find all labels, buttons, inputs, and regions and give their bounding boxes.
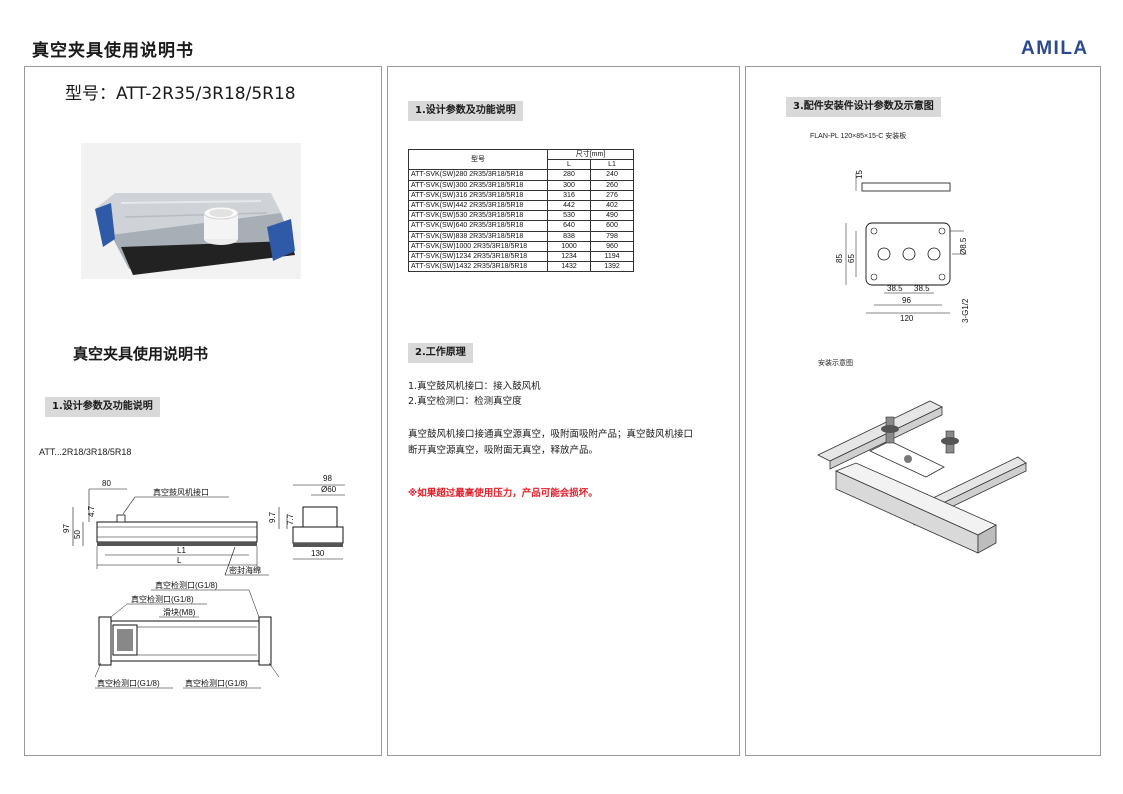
panel-middle: 1.设计参数及功能说明 型号 尺寸[mm] L L1 ATT-SVK(SW)28… [387, 66, 740, 756]
dim-50: 50 [73, 530, 82, 539]
callout-slider: 滑块(M8) [163, 607, 196, 617]
principle-line-1: 1.真空鼓风机接口：接入鼓风机 [408, 381, 541, 392]
dim-65: 65 [847, 254, 856, 263]
table-cell-L1: 260 [590, 179, 634, 191]
dim-phi-8-5: Ø8.5 [959, 237, 968, 255]
table-header-L: L [547, 159, 591, 171]
section-1-label-middle: 1.设计参数及功能说明 [408, 101, 523, 121]
table-cell-L: 300 [547, 179, 591, 191]
table-cell-L: 1432 [547, 261, 591, 273]
table-cell-model: ATT-SVK(SW)300 2R35/3R18/5R18 [408, 179, 548, 191]
table-cell-L1: 402 [590, 199, 634, 212]
table-header-model: 型号 [408, 148, 548, 171]
table-cell-L1: 600 [590, 220, 634, 232]
warning-note: ※如果超过最高使用压力，产品可能会损坏。 [408, 488, 598, 499]
dim-80: 80 [102, 479, 111, 488]
table-cell-L1: 798 [590, 230, 634, 242]
dim-38-5-b: 38.5 [914, 284, 930, 293]
table-cell-L: 640 [547, 220, 591, 232]
dim-38-5-a: 38.5 [887, 284, 903, 293]
table-cell-model: ATT-SVK(SW)442 2R35/3R18/5R18 [408, 199, 548, 212]
dim-120: 120 [900, 314, 914, 323]
dim-L: L [177, 556, 182, 565]
section-1-label: 1.设计参数及功能说明 [45, 397, 160, 417]
table-cell-L: 316 [547, 189, 591, 201]
callout-blower: 真空鼓风机接口 [153, 487, 209, 497]
table-cell-L: 530 [547, 210, 591, 222]
dim-thread: 3-G1/2 [961, 298, 970, 323]
dim-97: 97 [62, 524, 71, 533]
drawing-label: ATT...2R18/3R18/5R18 [39, 447, 132, 457]
table-cell-L1: 276 [590, 189, 634, 201]
dim-96: 96 [902, 296, 911, 305]
model-title: 型号：ATT-2R35/3R18/5R18 [65, 84, 296, 104]
callout-port-d: 真空检测口(G1/8) [185, 678, 248, 688]
mounting-plate-drawing: 15 85 65 Ø8.5 3-G1/2 38.5 38.5 96 120 [835, 170, 970, 323]
dim-4-7: 4.7 [87, 505, 96, 517]
dim-85: 85 [835, 254, 844, 263]
table-cell-L: 838 [547, 230, 591, 242]
table-cell-model: ATT-SVK(SW)530 2R35/3R18/5R18 [408, 210, 548, 222]
end-cap-right [267, 219, 295, 261]
callout-port-b: 真空检测口(G1/8) [131, 594, 194, 604]
table-cell-model: ATT-SVK(SW)838 2R35/3R18/5R18 [408, 230, 548, 242]
callout-sponge: 密封海绵 [229, 565, 261, 575]
table-cell-L1: 960 [590, 240, 634, 252]
table-cell-L: 1234 [547, 250, 591, 263]
manual-title: 真空夹具使用说明书 [73, 345, 209, 363]
plate-caption: FLAN-PL 120×85×15-C 安装板 [810, 133, 907, 140]
table-cell-model: ATT-SVK(SW)1234 2R35/3R18/5R18 [408, 250, 548, 263]
table-cell-model: ATT-SVK(SW)640 2R35/3R18/5R18 [408, 220, 548, 232]
table-cell-L1: 490 [590, 210, 634, 222]
technical-drawing: 80 97 50 4.7 真空鼓风机接口 L1 L 密封海绵 98 Ø60 9.… [62, 474, 345, 689]
product-photo [81, 143, 301, 279]
panel-left: 型号：ATT-2R35/3R18/5R18 真空夹具使用说明书 1.设计参数及功… [24, 66, 382, 756]
section-2-label: 2.工作原理 [408, 343, 473, 363]
description-line-1: 真空鼓风机接口接通真空源真空，吸附面吸附产品；真空鼓风机接口 [408, 429, 694, 440]
table-cell-L: 1000 [547, 240, 591, 252]
table-cell-model: ATT-SVK(SW)316 2R35/3R18/5R18 [408, 189, 548, 201]
dim-7-7: 7.7 [286, 513, 295, 525]
table-cell-model: ATT-SVK(SW)1000 2R35/3R18/5R18 [408, 240, 548, 252]
brand-logo: AMILA [1021, 38, 1089, 59]
spec-table: 型号 尺寸[mm] L L1 ATT-SVK(SW)280 2R35/3R18/… [408, 148, 634, 273]
install-caption: 安装示意图 [818, 359, 853, 367]
description-line-2: 断开真空源真空，吸附面无真空，释放产品。 [408, 445, 599, 456]
principle-line-2: 2.真空检测口：检测真空度 [408, 396, 522, 407]
panel-right: 3.配件安装件设计参数及示意图 FLAN-PL 120×85×15-C 安装板 … [745, 66, 1101, 756]
table-cell-L1: 240 [590, 169, 634, 181]
document-title: 真空夹具使用说明书 [32, 41, 194, 61]
table-cell-L1: 1392 [590, 261, 634, 273]
callout-port-a: 真空检测口(G1/8) [155, 580, 218, 590]
dim-9-7: 9.7 [268, 511, 277, 523]
dim-98: 98 [323, 474, 332, 483]
dim-130: 130 [311, 549, 325, 558]
table-header-L1: L1 [590, 159, 634, 171]
dim-15: 15 [855, 170, 864, 179]
table-cell-L1: 1194 [590, 250, 634, 263]
end-cap-left [95, 203, 115, 247]
table-cell-L: 280 [547, 169, 591, 181]
dim-phi-60: Ø60 [321, 485, 337, 494]
installation-illustration [817, 400, 1027, 554]
table-cell-model: ATT-SVK(SW)280 2R35/3R18/5R18 [408, 169, 548, 181]
table-header-size: 尺寸[mm] [547, 148, 634, 161]
dim-L1: L1 [177, 546, 186, 555]
table-cell-model: ATT-SVK(SW)1432 2R35/3R18/5R18 [408, 261, 548, 273]
section-3-label: 3.配件安装件设计参数及示意图 [786, 97, 941, 117]
callout-port-c: 真空检测口(G1/8) [97, 678, 160, 688]
table-cell-L: 442 [547, 199, 591, 212]
